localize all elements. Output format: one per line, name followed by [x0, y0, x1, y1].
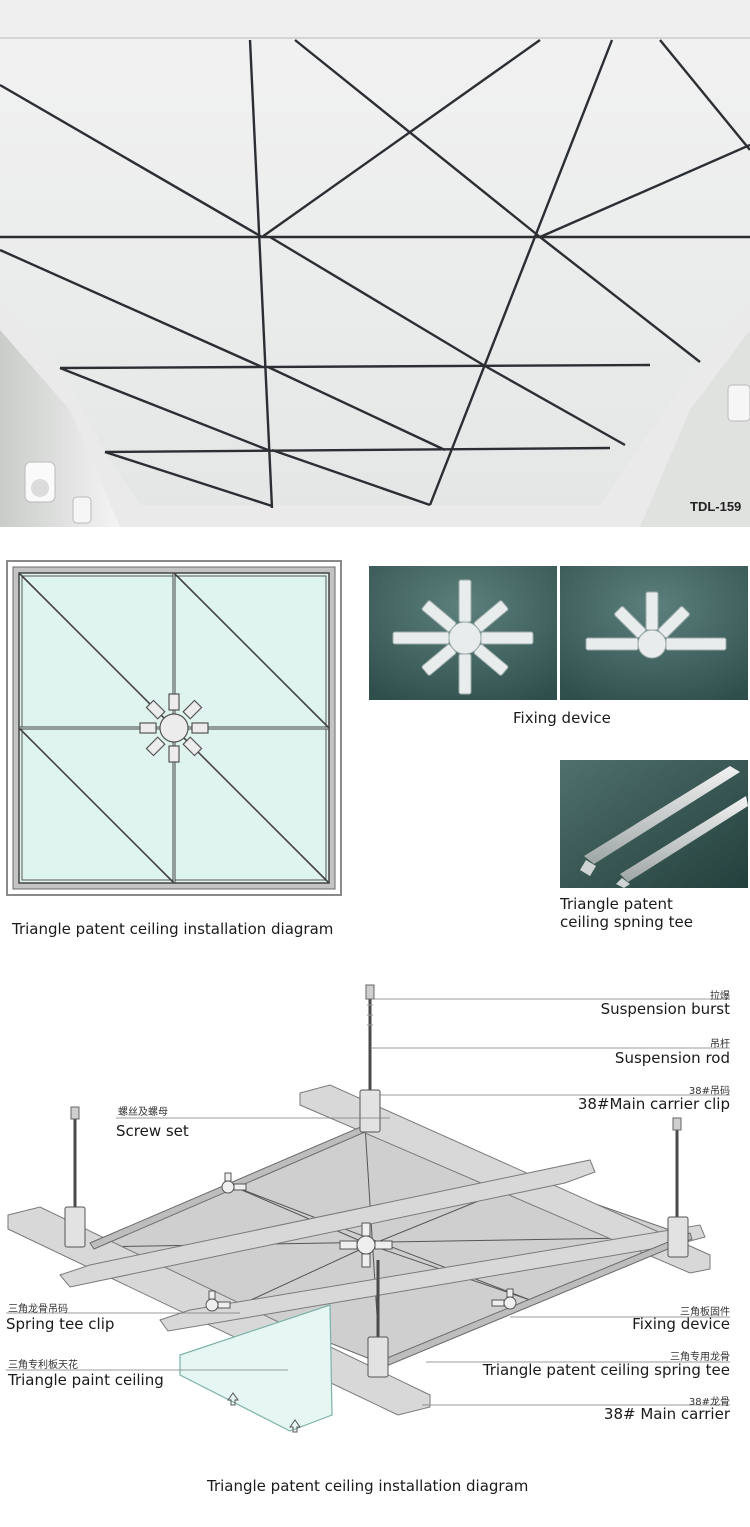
fixing-device-cn: 三角板固件 [680, 1307, 730, 1318]
paint-ceiling-cn: 三角专利板天花 [8, 1360, 78, 1371]
plan-diagram-caption: Triangle patent ceiling installation dia… [12, 920, 334, 938]
spring-tee-label: Triangle patent ceiling spring tee [482, 1361, 730, 1379]
spring-tee-clip-label: Spring tee clip [6, 1315, 115, 1333]
screw-set-label: Screw set [116, 1122, 189, 1140]
triangle-ceiling-photo [0, 0, 750, 527]
spring-tee-clip-cn: 三角龙骨吊码 [8, 1304, 68, 1315]
suspension-burst-cn: 拉爆 [710, 991, 730, 1002]
plan-diagram [6, 560, 342, 896]
main-carrier-label: 38# Main carrier [603, 1405, 730, 1423]
product-code: TDL-159 [690, 499, 742, 514]
suspension-burst-label: Suspension burst [600, 1000, 730, 1018]
fixing-device-photo-1 [369, 566, 557, 700]
spring-tee-image [560, 760, 748, 888]
fixing-device-star-image [369, 566, 557, 700]
main-clip-cn: 38#吊码 [688, 1086, 730, 1097]
screw-set-cn: 螺丝及螺母 [118, 1107, 168, 1118]
spring-tee-caption-1: Triangle patent [560, 895, 673, 913]
spring-tee-caption-2: ceiling spning tee [560, 913, 693, 931]
ceiling-plan-svg [6, 560, 342, 896]
paint-ceiling-label: Triangle paint ceiling [8, 1371, 164, 1389]
exploded-diagram-svg [6, 984, 730, 1433]
suspension-rod-cn: 吊杆 [710, 1039, 730, 1050]
fixing-device-tee-image [560, 566, 748, 700]
fixing-device-caption: Fixing device [513, 709, 611, 727]
hero-photo: TDL-159 [0, 0, 750, 527]
main-carrier-cn: 38#龙骨 [688, 1397, 730, 1408]
fixing-device-photo-2 [560, 566, 748, 700]
spring-tee-cn: 三角专用龙骨 [670, 1352, 730, 1363]
suspension-rod-label: Suspension rod [614, 1049, 730, 1067]
exploded-diagram-caption: Triangle patent ceiling installation dia… [207, 1477, 529, 1495]
fixing-device-label: Fixing device [632, 1315, 730, 1333]
main-clip-label: 38#Main carrier clip [577, 1095, 730, 1113]
spring-tee-photo [560, 760, 748, 888]
exploded-diagram: 拉爆 Suspension burst 吊杆 Suspension rod 38… [0, 975, 750, 1445]
